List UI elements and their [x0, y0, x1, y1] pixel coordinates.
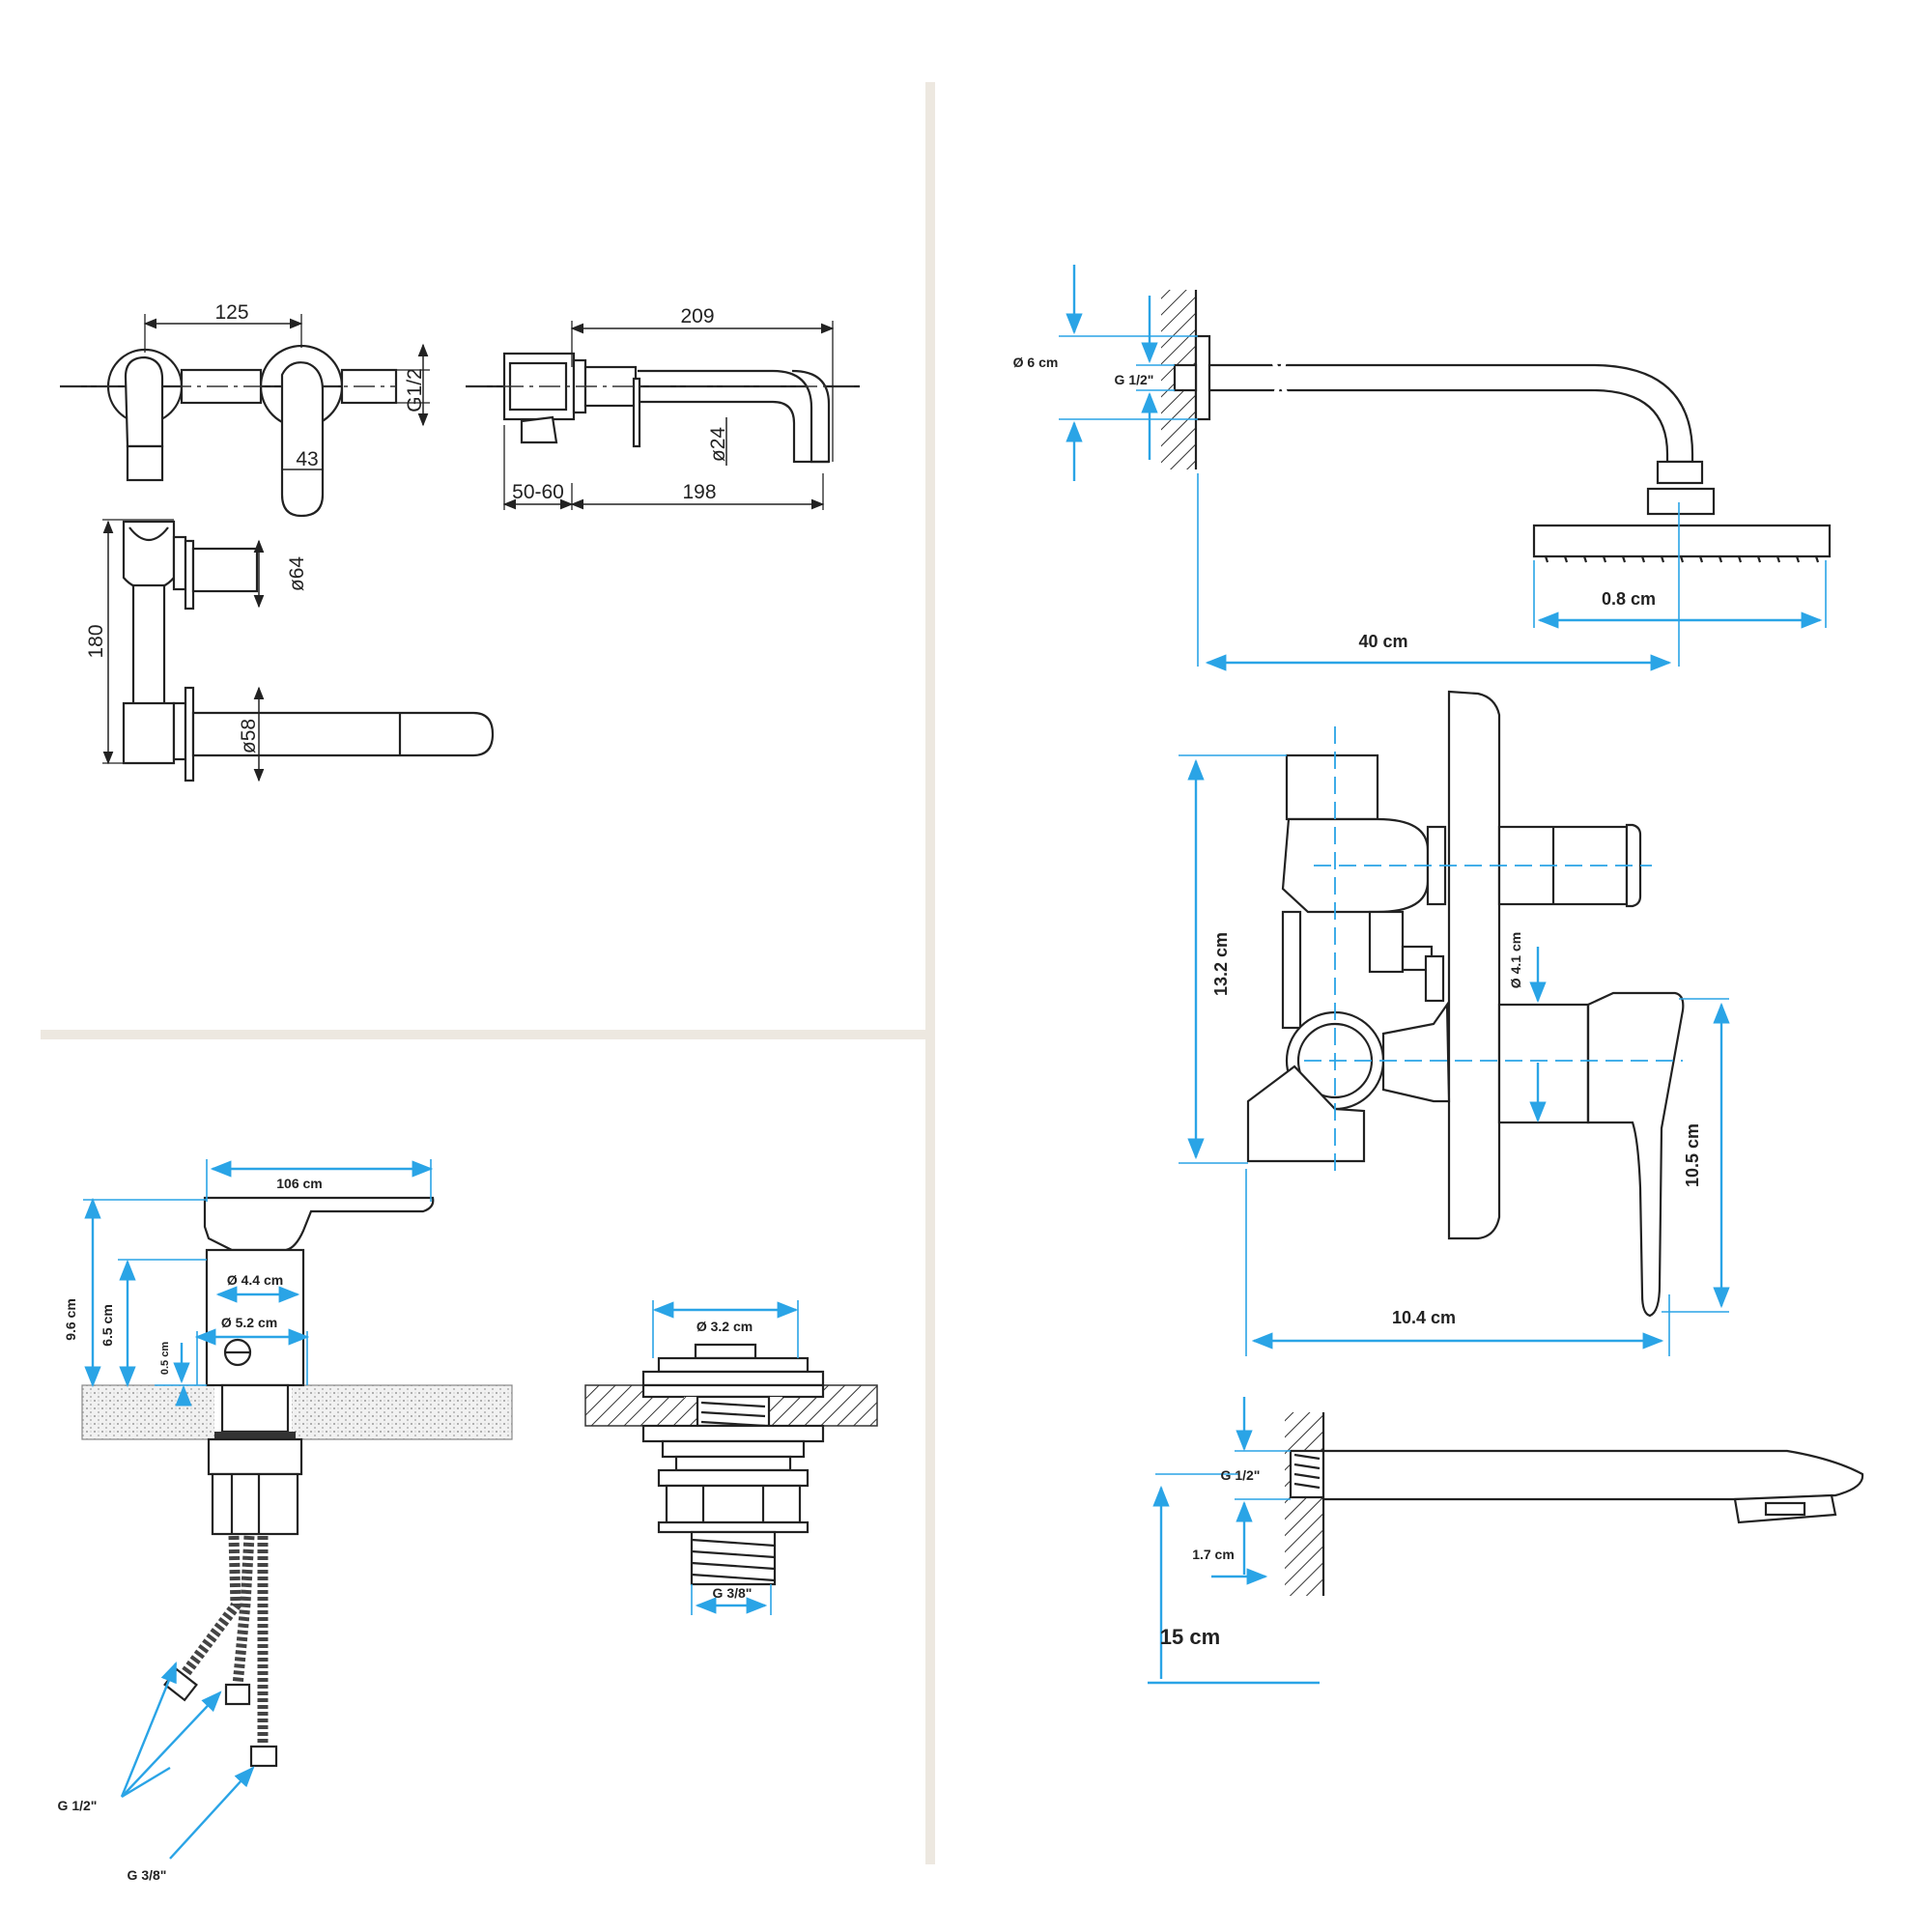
dim-label-d24: ø24 [707, 427, 729, 463]
dim-label-0-5: 0.5 cm [159, 1342, 171, 1375]
dim-label-arm-g12: G 1/2" [1115, 372, 1154, 387]
dim-label-d4-1: Ø 4.1 cm [1508, 932, 1523, 988]
dim-label-9-6: 9.6 cm [63, 1298, 78, 1341]
hose-label-g12: G 1/2" [58, 1798, 98, 1813]
dim-label-0-8: 0.8 cm [1602, 589, 1656, 609]
dim-label-6-5: 6.5 cm [99, 1304, 115, 1347]
dim-label-198: 198 [682, 481, 716, 503]
dim-label-125: 125 [214, 301, 248, 324]
dim-label-50-60: 50-60 [512, 481, 564, 503]
dim-label-g12: G1/2 [404, 368, 426, 412]
top-view [102, 519, 495, 782]
panel-c-shower-head: Ø 6 cm G 1/2" 0.8 cm 40 cm [1013, 265, 1832, 671]
dim-label-d58: ø58 [238, 719, 260, 753]
hose-label-g38: G 3/8" [128, 1867, 167, 1883]
panel-dividers [41, 82, 935, 1864]
dim-label-d5-2: Ø 5.2 cm [221, 1315, 277, 1330]
panel-c-diverter-mixer: 13.2 cm Ø 4.1 cm 10.5 cm 10.4 cm [1179, 690, 1730, 1356]
dim-label-d4-4: Ø 4.4 cm [227, 1272, 283, 1288]
dim-label-d6: Ø 6 cm [1013, 355, 1059, 370]
front-view [60, 314, 430, 518]
panel-c-bath-spout: G 1/2" 1.7 cm 15 cm [1148, 1397, 1864, 1685]
side-view [466, 321, 860, 510]
dim-label-d64: ø64 [286, 556, 308, 592]
dim-label-d3-2: Ø 3.2 cm [696, 1319, 753, 1334]
dim-label-g38-nut: G 3/8" [713, 1585, 753, 1601]
dim-label-180: 180 [85, 624, 107, 658]
dim-label-40: 40 cm [1358, 632, 1407, 651]
dim-label-10-4: 10.4 cm [1392, 1308, 1456, 1327]
dim-label-1-7: 1.7 cm [1192, 1547, 1235, 1562]
panel-b-basin-mixer: 106 cm 9.6 cm 6.5 cm 0.5 cm Ø 4.4 cm Ø 5… [58, 1159, 513, 1883]
dim-label-13-2: 13.2 cm [1211, 932, 1231, 996]
dim-label-43: 43 [296, 448, 318, 470]
dim-label-10-5: 10.5 cm [1683, 1123, 1702, 1187]
panel-b-waste-fitting: Ø 3.2 cm G 3/8" [584, 1300, 878, 1615]
dim-label-15: 15 cm [1160, 1625, 1220, 1649]
dim-label-209: 209 [680, 305, 714, 327]
panel-a-wall-mixer: 125 209 G1/2 43 ø24 50-60 198 180 ø64 ø5… [60, 301, 860, 782]
dim-label-106: 106 cm [276, 1176, 322, 1191]
dim-label-spout-g12: G 1/2" [1221, 1467, 1261, 1483]
